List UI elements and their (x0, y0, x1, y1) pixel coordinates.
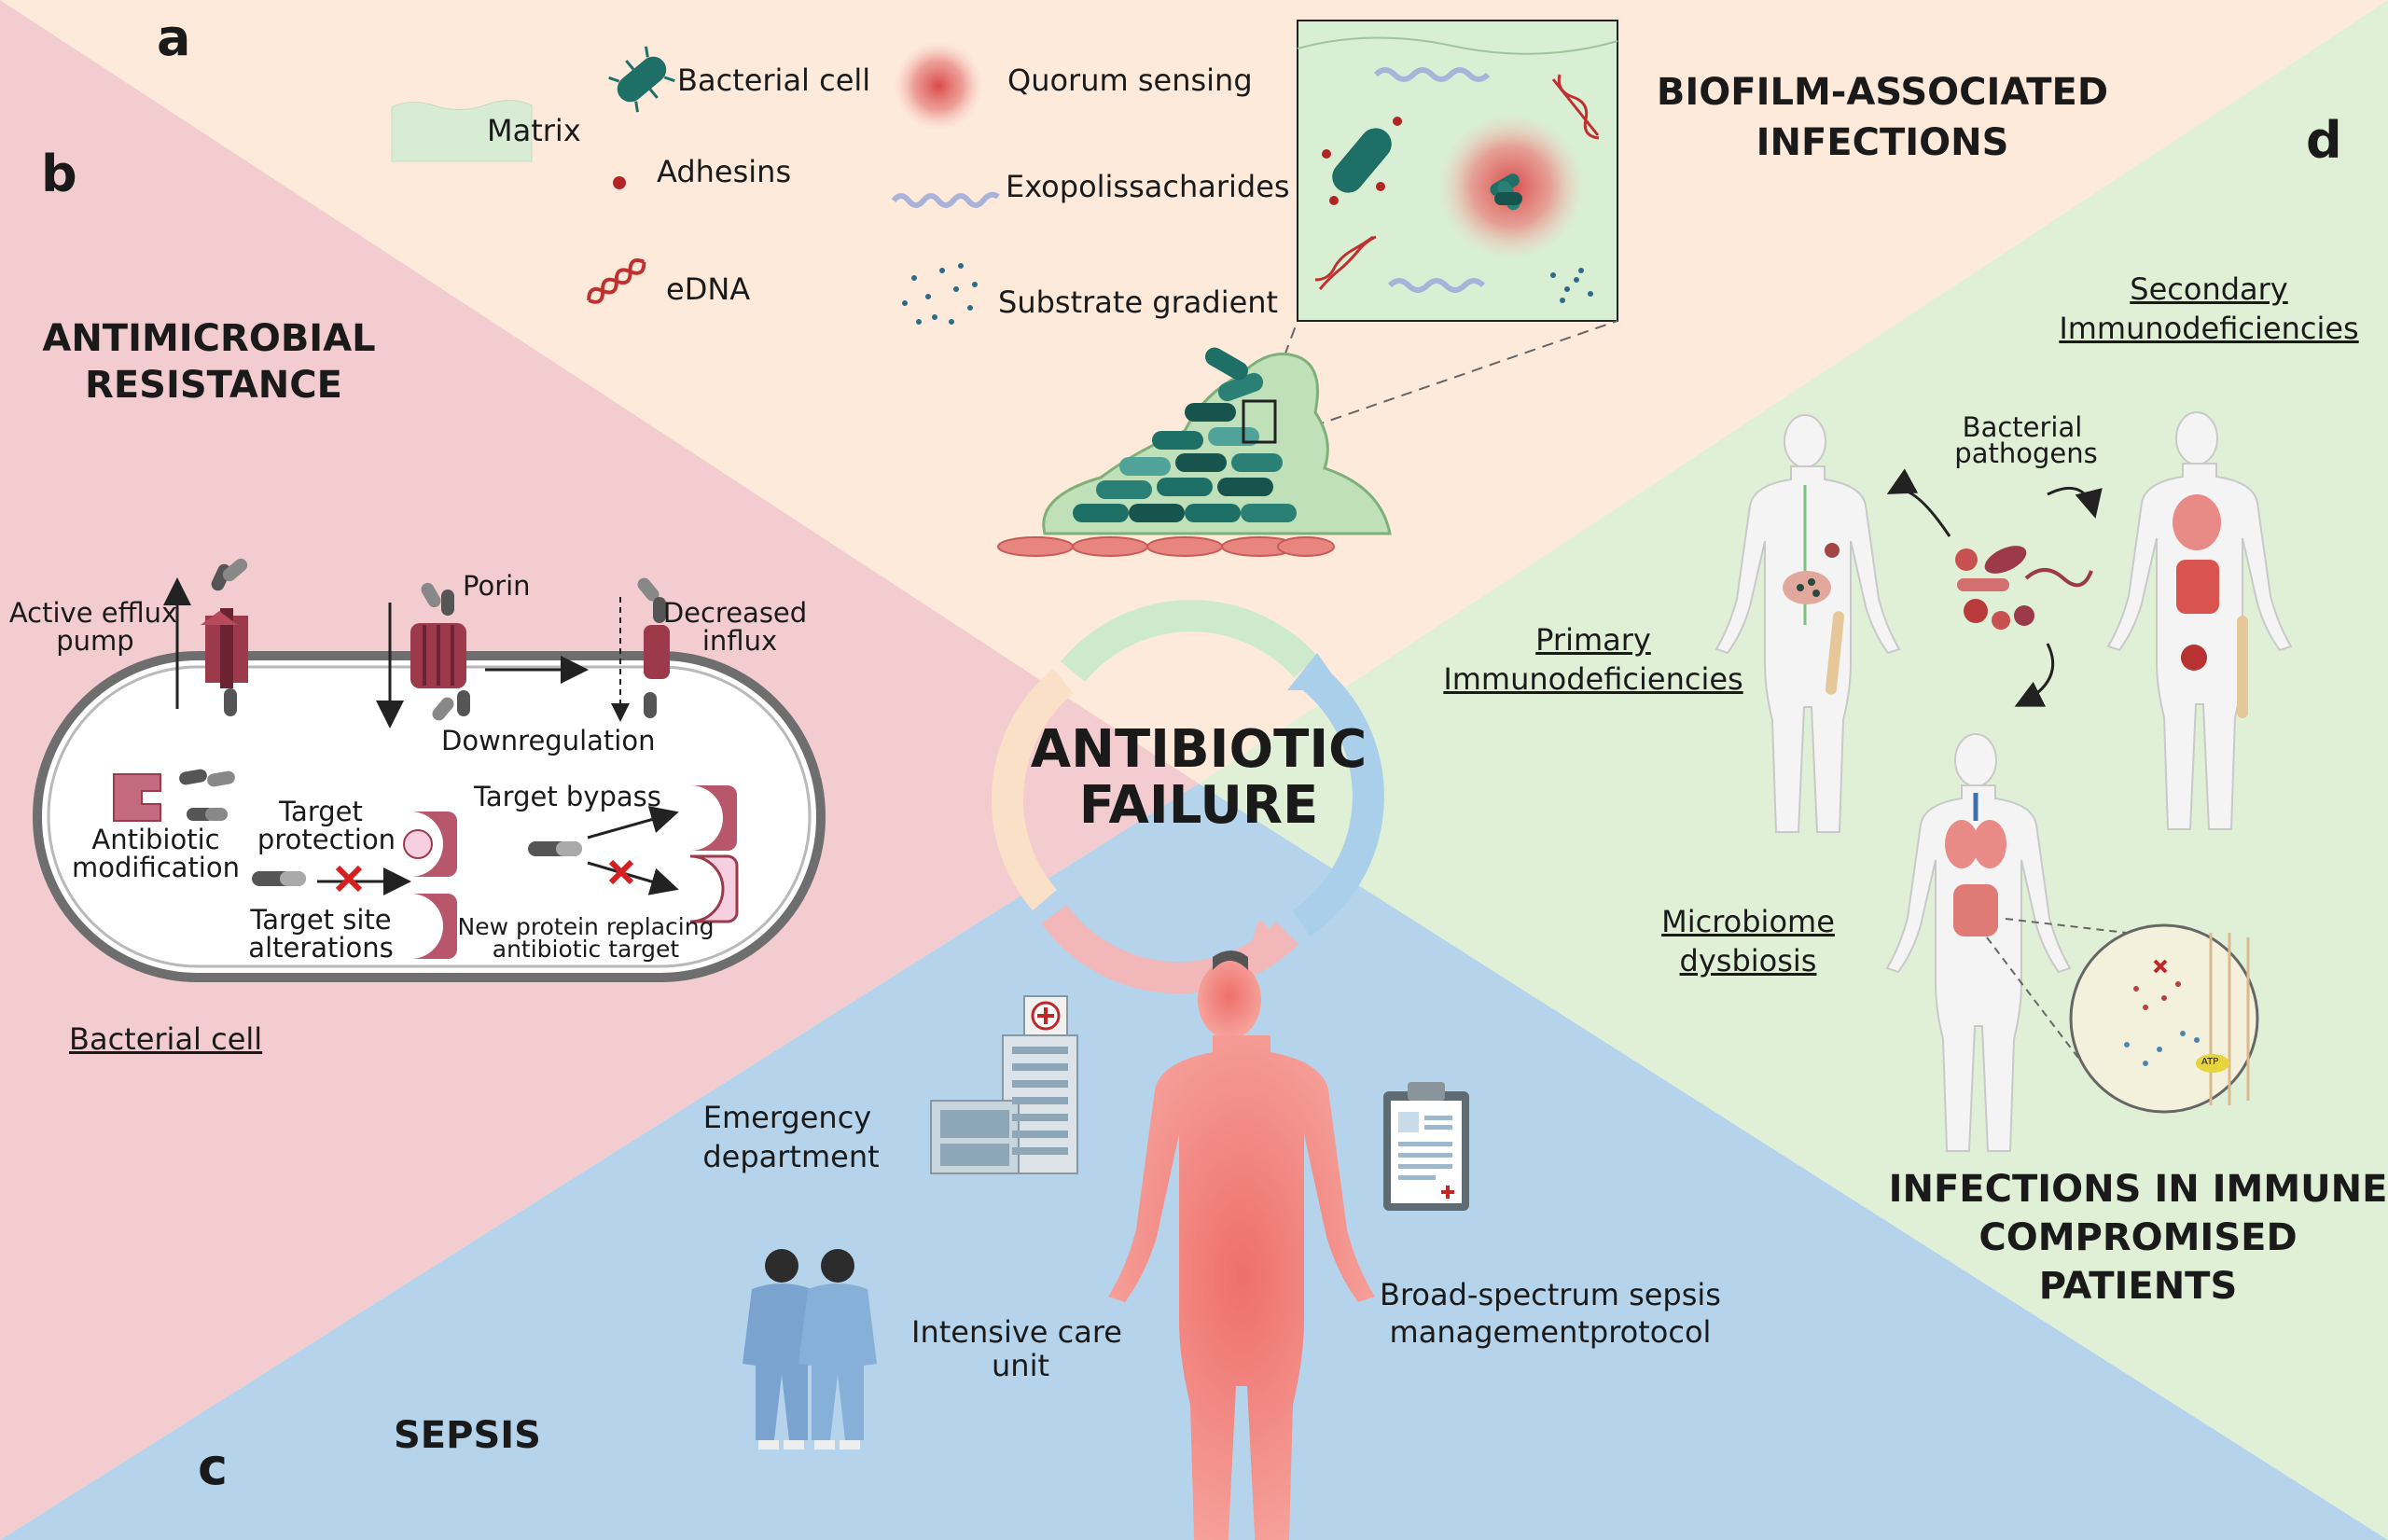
target-protection-label-line-1: Target (279, 796, 363, 827)
legend-bacterial-cell-label: Bacterial cell (677, 62, 871, 98)
cycle-arrows (992, 600, 1384, 994)
matrix-swatch (391, 100, 533, 162)
antibiotic-modification-icon (113, 769, 235, 822)
bacterial-cell-caption: Bacterial cell (69, 1021, 263, 1057)
legend-quorum-sensing-label: Quorum sensing (1007, 62, 1253, 98)
emergency-label-line-2: department (702, 1139, 880, 1174)
legend-matrix-label: Matrix (487, 113, 581, 148)
panel-letter-c: c (198, 1437, 229, 1496)
decreased-influx-label-line-1: Decreased (662, 597, 808, 629)
body-primary-organs (1783, 485, 1845, 695)
microbiome-dysbiosis-line-2: dysbiosis (1679, 943, 1817, 978)
body-secondary-organs (2173, 494, 2248, 718)
exopolysaccharide-icon (891, 191, 1000, 208)
biofilm-inset (1297, 20, 1618, 322)
target-site-label-line-2: alterations (248, 932, 394, 964)
legend-exopolissacharides-label: Exopolissacharides (1006, 169, 1290, 204)
target-protection-icon (252, 812, 457, 959)
decreased-influx-label-line-2: influx (701, 625, 778, 657)
adhesin-icon (613, 176, 626, 189)
porin-label: Porin (463, 570, 531, 602)
panel-c-heading: SEPSIS (394, 1414, 541, 1457)
icu-label-line-2: unit (992, 1348, 1049, 1383)
icu-label-line-1: Intensive care (911, 1314, 1122, 1350)
panel-d-heading-line-1: INFECTIONS IN IMMUNE (1888, 1168, 2388, 1211)
new-protein-label-line-1: New protein replacing (457, 913, 715, 940)
panel-b-heading-line-1: ANTIMICROBIAL (42, 317, 376, 360)
primary-immunodeficiencies-line-1: Primary (1535, 622, 1651, 658)
primary-immunodeficiencies-line-2: Immunodeficiencies (1443, 661, 1743, 697)
efflux-pump-icon (163, 558, 248, 716)
target-site-label-line-1: Target site (250, 904, 392, 936)
new-protein-label-line-2: antibiotic target (492, 936, 680, 963)
antibiotic-modification-label-line-2: modification (72, 852, 240, 883)
body-microbiome-dysbiosis (1885, 733, 2072, 1152)
secondary-immunodeficiencies-line-1: Secondary (2130, 271, 2288, 307)
active-efflux-label-line-2: pump (56, 625, 134, 657)
decreased-influx-icon (611, 577, 670, 722)
gut-zoom-inset (1986, 918, 2259, 1114)
clipboard-icon (1383, 1082, 1469, 1211)
panel-letter-b: b (41, 145, 77, 203)
panel-a-heading-line-1: BIOFILM-ASSOCIATED (1656, 71, 2109, 114)
panel-d-heading-line-2: COMPROMISED (1978, 1216, 2298, 1259)
porin-icon (376, 582, 589, 728)
bacterial-pathogens-cluster (1955, 546, 2093, 630)
microbiome-dysbiosis-line-1: Microbiome (1661, 904, 1835, 939)
bacterial-pathogens-label-line-1: Bacterial (1962, 411, 2083, 443)
secondary-immunodeficiencies-line-2: Immunodeficiencies (2059, 311, 2359, 346)
medical-staff-icon (743, 1249, 877, 1450)
body-primary-immunodeficiency (1715, 414, 1901, 833)
panel-letter-a: a (157, 8, 191, 67)
downregulation-label: Downregulation (441, 725, 656, 756)
bacterial-pathogens-label-line-2: pathogens (1954, 437, 2098, 469)
title-line-2: FAILURE (1078, 775, 1319, 836)
legend-substrate-gradient-label: Substrate gradient (998, 284, 1279, 320)
substrate-gradient-icon (902, 263, 978, 325)
hospital-building-icon (930, 995, 1078, 1174)
atp-badge: ATP (2201, 1057, 2219, 1067)
panel-d-heading-line-3: PATIENTS (2038, 1265, 2238, 1308)
panel-letter-d: d (2306, 111, 2342, 170)
body-microbiome-organs (1945, 793, 2006, 936)
protocol-label-line-1: Broad-spectrum sepsis (1380, 1277, 1721, 1312)
title-line-1: ANTIBIOTIC (1030, 719, 1368, 780)
target-bypass-icon (528, 785, 739, 923)
antibiotic-modification-label-line-1: Antibiotic (91, 824, 220, 855)
pathogen-arrows (1886, 468, 2103, 707)
target-protection-label-line-2: protection (257, 824, 396, 855)
biofilm-mound (997, 347, 1392, 557)
bacterial-cell-icon (608, 46, 675, 113)
quorum-sensing-icon (894, 41, 983, 131)
human-body-red (1108, 950, 1375, 1540)
emergency-label-line-1: Emergency (702, 1100, 872, 1135)
edna-icon (587, 258, 646, 304)
protocol-label-line-2: managementprotocol (1389, 1314, 1712, 1350)
panel-a-background (0, 0, 2388, 784)
legend-adhesins-label: Adhesins (657, 154, 792, 189)
panel-b-heading-line-2: RESISTANCE (85, 364, 342, 407)
panel-a-heading-line-2: INFECTIONS (1756, 121, 2009, 164)
target-bypass-label: Target bypass (474, 781, 661, 812)
active-efflux-label-line-1: Active efflux (8, 597, 178, 629)
legend-edna-label: eDNA (666, 271, 751, 307)
